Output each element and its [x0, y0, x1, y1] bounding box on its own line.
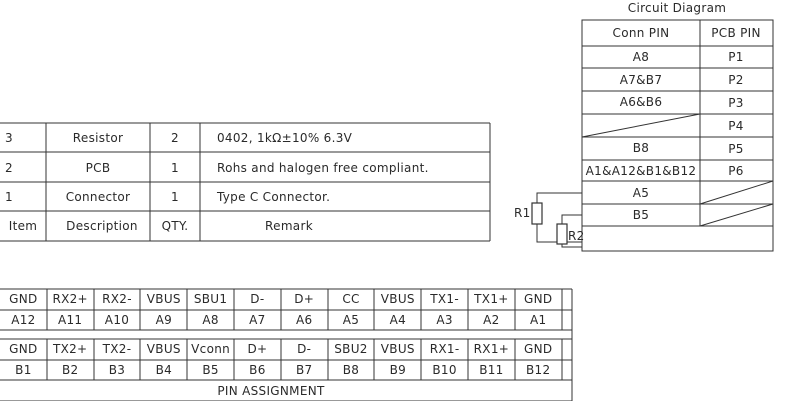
circuit-row-1-conn: A8 [632, 50, 650, 64]
pin-b-signal: TX2+ [52, 342, 88, 356]
circuit-row-1-pcb: P1 [728, 50, 744, 64]
pin-b-signal: D- [297, 342, 312, 356]
circuit-table-grid [581, 19, 774, 252]
circuit-row-4-pcb: P4 [728, 119, 744, 133]
bom-row-3-description: Connector [65, 190, 131, 204]
pin-b-number: B7 [295, 363, 313, 377]
bom-row-2-remark: Rohs and halogen free compliant. [217, 161, 429, 175]
circuit-row-5-conn: B8 [632, 141, 650, 155]
pin-b-signal: SBU2 [334, 342, 368, 356]
bom-row-3-qty: 1 [171, 190, 179, 204]
pin-b-number: B10 [432, 363, 457, 377]
bom-header-item: Item [8, 219, 38, 233]
circuit-diagram-title: Circuit Diagram [627, 1, 727, 15]
pin-b-number: B11 [479, 363, 504, 377]
pin-b-signal: GND [9, 342, 38, 356]
bom-table-grid [0, 122, 491, 242]
circuit-row-8-conn: B5 [632, 208, 650, 222]
resistor-network [531, 192, 582, 248]
pin-a-number: A1 [529, 313, 547, 327]
pin-a-signal: VBUS [146, 292, 181, 306]
bom-row-2-item: 2 [5, 161, 13, 175]
pin-b-number: B6 [249, 363, 266, 377]
pin-a-signal: RX2+ [52, 292, 88, 306]
pin-b-number: B8 [342, 363, 360, 377]
pin-a-signal: RX2- [102, 292, 132, 306]
circuit-row-3-pcb: P3 [728, 96, 744, 110]
pin-assignment-title: PIN ASSIGNMENT [217, 384, 325, 398]
pin-a-number: A5 [342, 313, 360, 327]
pin-a-number: A9 [155, 313, 173, 327]
pin-a-signal: GND [9, 292, 38, 306]
pin-b-signal: D+ [247, 342, 268, 356]
bom-row-3-item: 1 [5, 190, 13, 204]
pin-b-signal: VBUS [146, 342, 181, 356]
pin-a-number: A3 [436, 313, 453, 327]
circuit-row-2-conn: A7&B7 [619, 73, 663, 87]
bom-row-1-item: 3 [5, 131, 13, 145]
pin-b-number: B1 [15, 363, 32, 377]
circuit-row-7-conn: A5 [632, 186, 650, 200]
bom-row-2-qty: 1 [171, 161, 179, 175]
bom-row-1-qty: 2 [171, 131, 179, 145]
bom-row-3-remark: Type C Connector. [217, 190, 331, 204]
pin-b-signal: GND [523, 342, 553, 356]
pin-b-number: B12 [525, 363, 551, 377]
bom-row-1-description: Resistor [72, 131, 124, 145]
circuit-header-conn-pin: Conn PIN [612, 26, 670, 40]
pin-a-number: A7 [249, 313, 266, 327]
circuit-row-2-pcb: P2 [728, 73, 744, 87]
circuit-row-6-conn: A1&A12&B1&B12 [585, 164, 697, 178]
pin-b-signal: VBUS [380, 342, 415, 356]
pin-a-signal: D+ [294, 292, 315, 306]
bom-header-remark: Remark [265, 219, 313, 233]
pin-b-number: B5 [202, 363, 219, 377]
pin-a-signal: TX1- [430, 292, 459, 306]
circuit-row-3-conn: A6&B6 [619, 95, 663, 109]
pin-a-number: A6 [295, 313, 313, 327]
resistor-r1-label: R1 [514, 206, 531, 220]
pin-a-signal: D- [250, 292, 265, 306]
bom-header-description: Description [66, 219, 138, 233]
pin-a-signal: CC [342, 292, 360, 306]
pin-a-number: A8 [202, 313, 219, 327]
pin-b-signal: RX1- [429, 342, 460, 356]
pin-a-number: A4 [389, 313, 407, 327]
pin-a-signal: VBUS [380, 292, 415, 306]
pin-a-signal: TX1+ [474, 292, 509, 306]
pin-b-number: B9 [389, 363, 407, 377]
bom-row-1-remark: 0402, 1kΩ±10% 6.3V [217, 131, 353, 145]
circuit-row-5-pcb: P5 [728, 142, 744, 156]
resistor-r2-label: R2 [568, 229, 585, 243]
pin-a-number: A10 [104, 313, 130, 327]
resistor-r1-symbol [531, 202, 543, 225]
pin-a-signal: GND [523, 292, 553, 306]
pin-b-number: B3 [108, 363, 126, 377]
pin-table-grid [0, 288, 573, 401]
bom-header-qty: QTY. [161, 219, 189, 233]
bom-row-2-description: PCB [85, 161, 111, 175]
pin-a-signal: SBU1 [193, 292, 228, 306]
pin-b-number: B4 [155, 363, 173, 377]
pin-b-number: B2 [61, 363, 79, 377]
pin-a-number: A2 [483, 313, 500, 327]
pin-a-number: A12 [11, 313, 36, 327]
pin-a-number: A11 [57, 313, 83, 327]
pin-b-signal: Vconn [191, 342, 231, 356]
resistor-r2-symbol [556, 223, 568, 245]
pin-b-signal: RX1+ [473, 342, 510, 356]
circuit-header-pcb-pin: PCB PIN [711, 26, 761, 40]
circuit-row-6-pcb: P6 [728, 164, 744, 178]
pin-b-signal: TX2- [102, 342, 132, 356]
